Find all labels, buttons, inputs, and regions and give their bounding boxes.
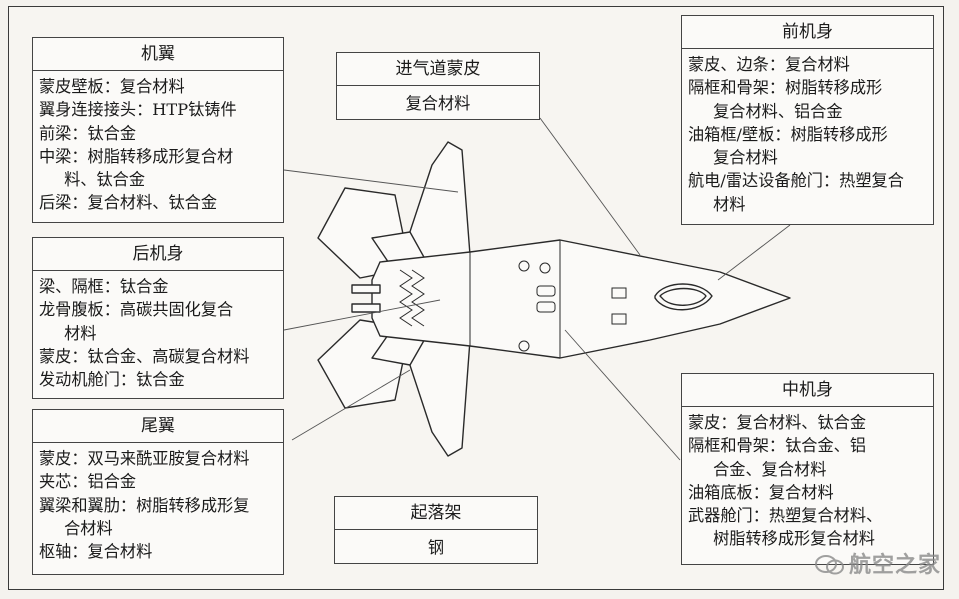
callout-mid-fuselage-line: 武器舱门：热塑复合材料、 [688,506,883,526]
callout-inlet-skin: 进气道蒙皮 复合材料 [336,52,540,120]
callout-forward-fuselage-line: 蒙皮、边条：复合材料 [688,55,850,74]
leader-wing [283,169,459,193]
callout-landing-gear: 起落架 钢 [334,496,538,564]
callout-forward-fuselage-line: 隔框和骨架：树脂转移成形 [688,78,883,98]
callout-tail-line: 蒙皮：双马来酰亚胺复合材料 [39,449,250,468]
leader-mid [564,329,681,461]
callout-tail-title: 尾翼 [33,410,283,443]
callout-aft-fuselage-line: 发动机舱门：钛合金 [39,370,185,390]
callout-forward-fuselage-line: 复合材料、铝合金 [713,101,843,121]
callout-landing-gear-title: 起落架 [335,497,537,530]
callout-inlet-skin-title: 进气道蒙皮 [337,53,539,86]
callout-mid-fuselage-line: 树脂转移成形复合材料 [713,529,875,549]
callout-aft-fuselage-line: 蒙皮：钛合金、高碳复合材料 [39,346,250,366]
callout-forward-fuselage: 前机身 蒙皮、边条：复合材料 隔框和骨架：树脂转移成形 复合材料、铝合金 油箱框… [681,15,934,225]
leader-forward [717,224,791,281]
callout-wing-line: 蒙皮壁板：复合材料 [39,77,185,96]
callout-aft-fuselage-line: 梁、隔框：钛合金 [39,277,169,296]
callout-tail: 尾翼 蒙皮：双马来酰亚胺复合材料 夹芯：铝合金 翼梁和翼肋：树脂转移成形复 合材… [32,409,284,575]
callout-wing-line: 料、钛合金 [64,170,146,190]
callout-forward-fuselage-title: 前机身 [682,16,933,49]
callout-wing-title: 机翼 [33,38,283,71]
callout-aft-fuselage-line: 材料 [64,323,97,343]
callout-tail-line: 翼梁和翼肋：树脂转移成形复 [39,495,250,515]
callout-aft-fuselage: 后机身 梁、隔框：钛合金 龙骨腹板：高碳共固化复合 材料 蒙皮：钛合金、高碳复合… [32,237,284,399]
watermark-text: 航空之家 [848,553,941,578]
callout-mid-fuselage-line: 蒙皮：复合材料、钛合金 [688,413,867,432]
callout-tail-line: 枢轴：复合材料 [39,542,153,562]
leader-inlet [539,117,641,256]
callout-wing: 机翼 蒙皮壁板：复合材料 翼身连接接头：HTP钛铸件 前梁：钛合金 中梁：树脂转… [32,37,284,223]
callout-forward-fuselage-line: 材料 [713,194,746,214]
callout-aft-fuselage-line: 龙骨腹板：高碳共固化复合 [39,300,234,320]
callout-forward-fuselage-line: 油箱框/壁板：树脂转移成形 [688,124,888,144]
callout-forward-fuselage-line: 航电/雷达设备舱门：热塑复合 [688,171,904,191]
callout-tail-line: 夹芯：铝合金 [39,472,137,492]
callout-wing-line: 翼身连接接头：HTP钛铸件 [39,100,237,120]
nozzle-upper [351,284,381,294]
callout-mid-fuselage-title: 中机身 [682,374,933,407]
callout-mid-fuselage-line: 油箱底板：复合材料 [688,482,834,502]
callout-forward-fuselage-line: 复合材料 [713,148,778,168]
leader-aft-fuselage [283,299,441,331]
callout-tail-line: 合材料 [64,518,113,538]
callout-inlet-skin-line: 复合材料 [405,94,471,113]
callout-landing-gear-line: 钢 [427,538,445,557]
callout-mid-fuselage-line: 合金、复合材料 [713,459,827,479]
callout-wing-line: 后梁：复合材料、钛合金 [39,193,218,213]
leader-tail [291,369,411,441]
callout-wing-line: 中梁：树脂转移成形复合材 [39,146,234,166]
callout-mid-fuselage: 中机身 蒙皮：复合材料、钛合金 隔框和骨架：钛合金、铝 合金、复合材料 油箱底板… [681,373,934,565]
callout-wing-line: 前梁：钛合金 [39,123,137,143]
watermark: 航空之家 [814,547,941,579]
callout-mid-fuselage-line: 隔框和骨架：钛合金、铝 [688,436,867,456]
nozzle-lower [351,303,381,313]
callout-aft-fuselage-title: 后机身 [33,238,283,271]
wechat-icon [814,555,844,575]
fuselage [371,239,791,359]
